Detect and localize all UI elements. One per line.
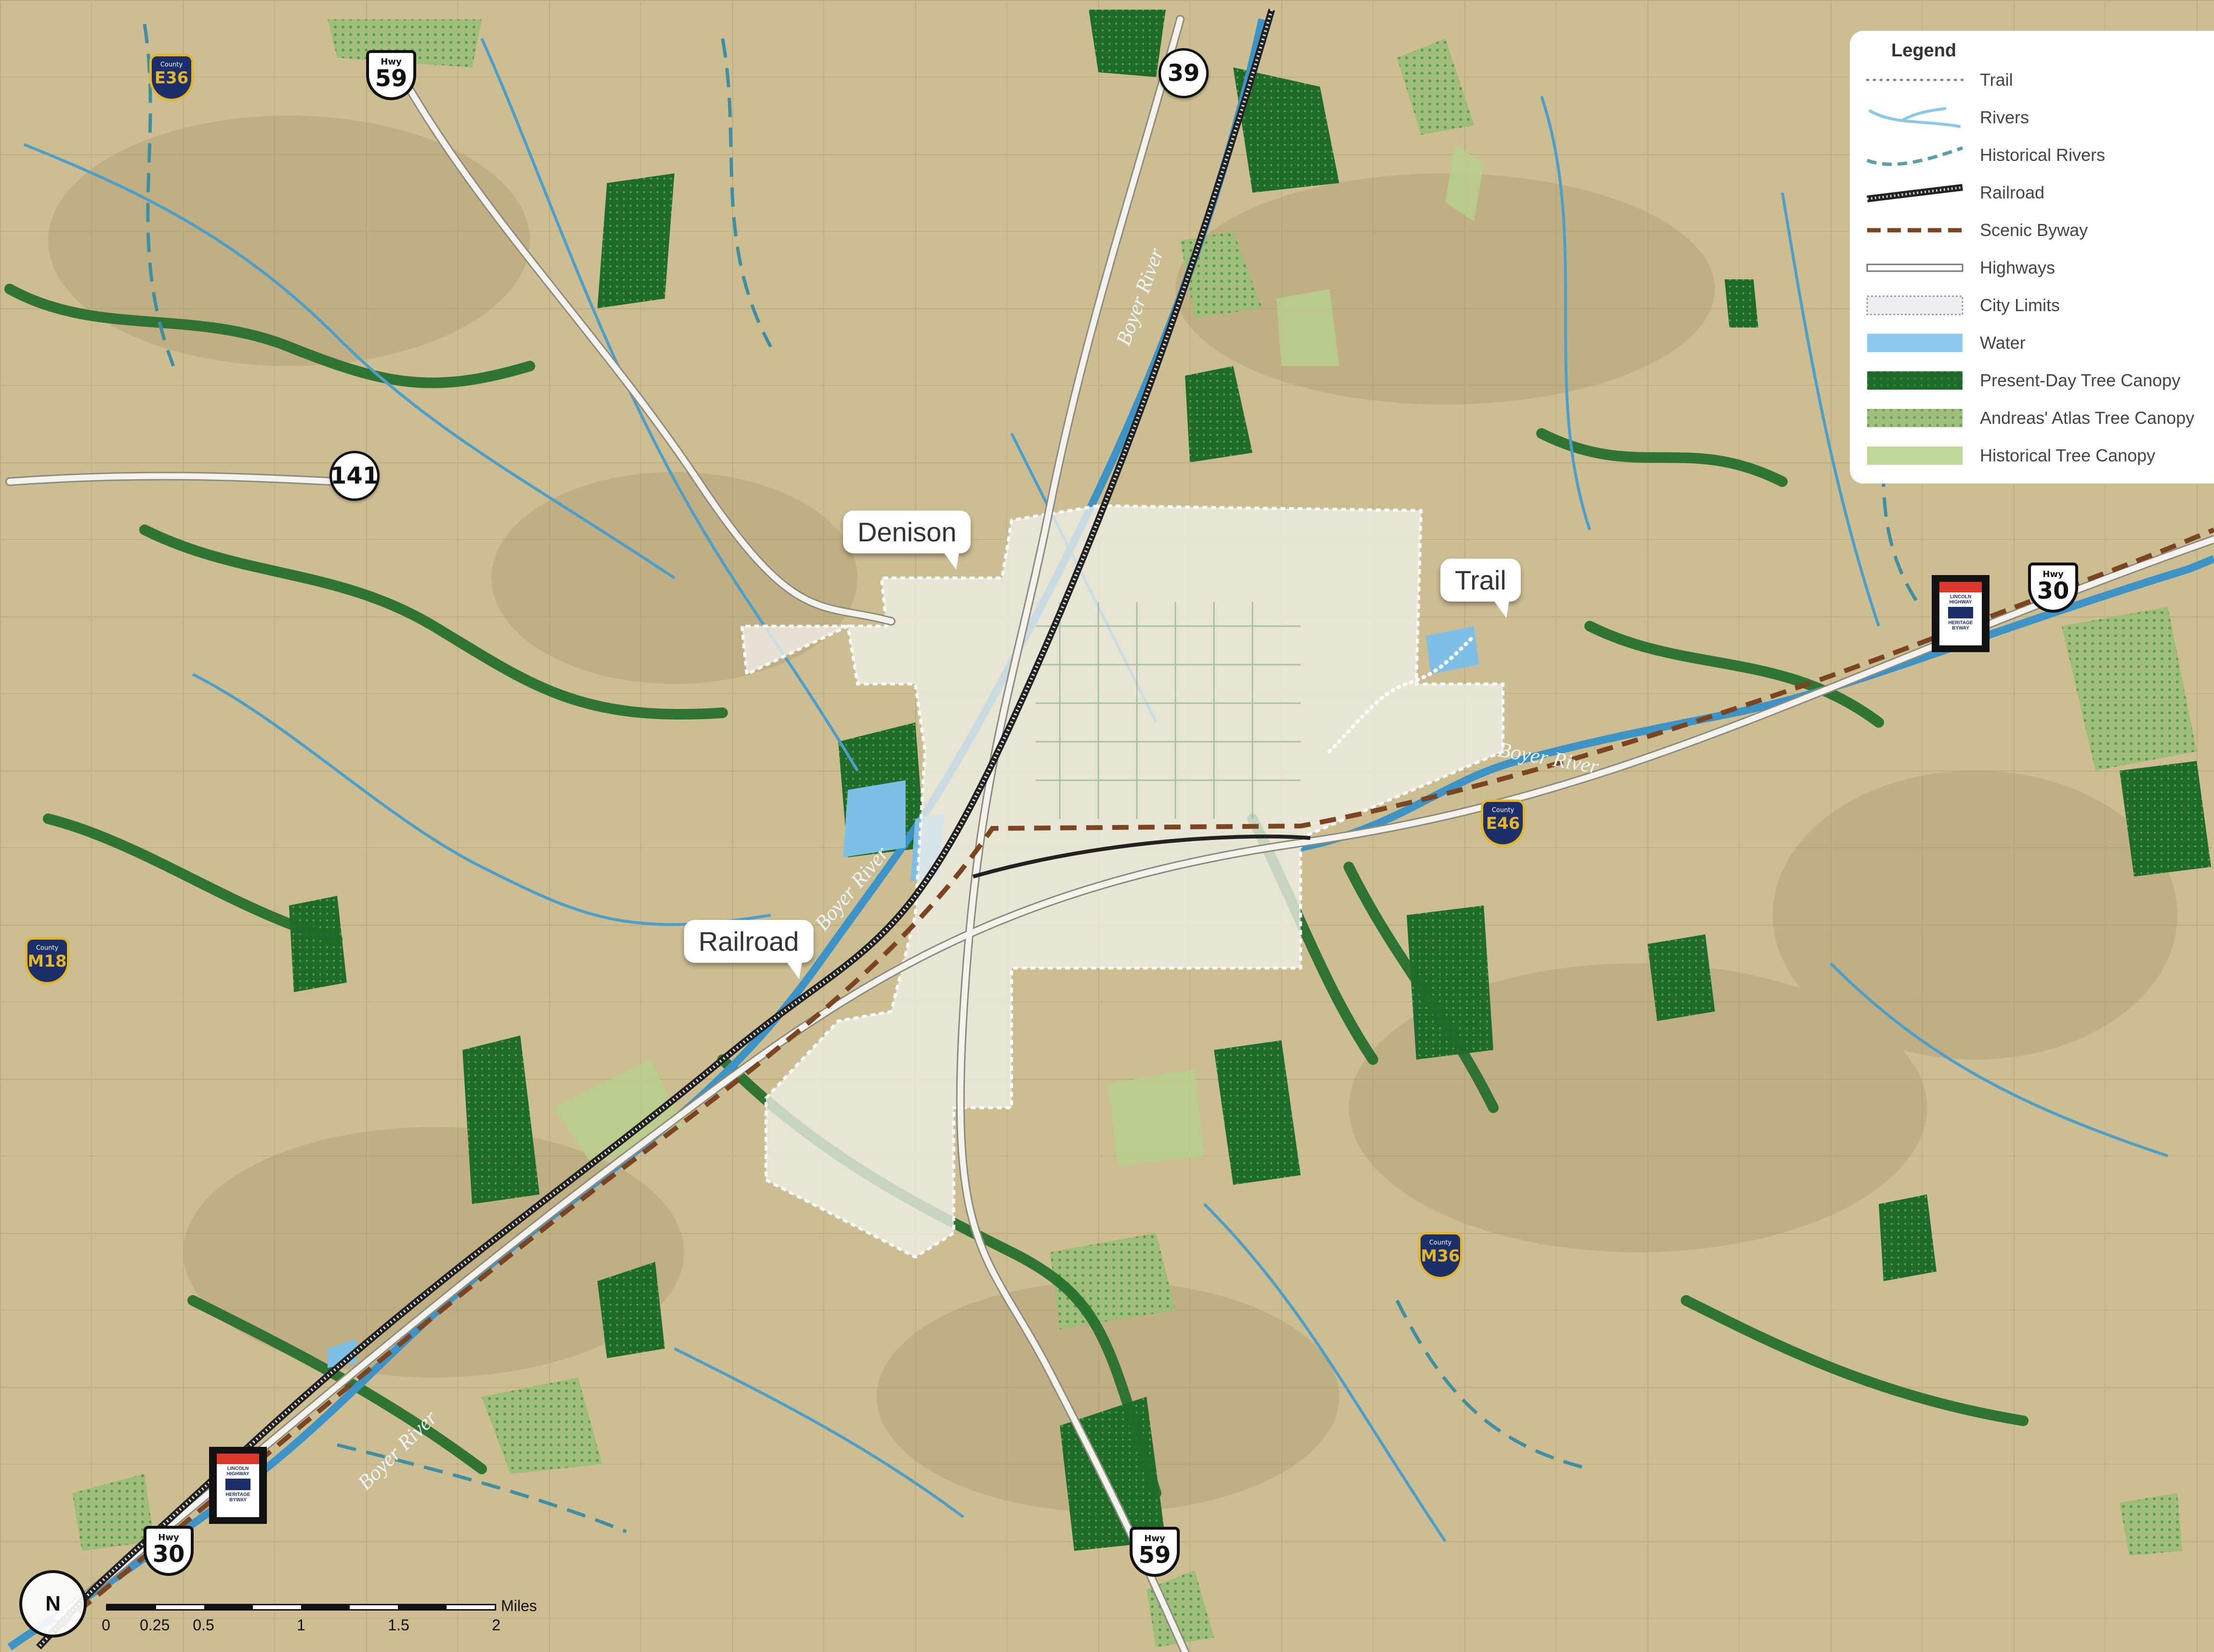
rivers-symbol bbox=[1868, 107, 1961, 128]
county-m36-shield: County M36 bbox=[1418, 1232, 1463, 1279]
state-39-shield: 39 bbox=[1159, 48, 1209, 98]
legend-panel: Legend Trail Rivers Historical Rivers Ra… bbox=[1850, 31, 2214, 484]
city-limits-symbol bbox=[1866, 295, 1964, 315]
legend-item-railroad: Railroad bbox=[1864, 174, 2201, 211]
legend-item-present-day-tree-canopy: Present-Day Tree Canopy bbox=[1864, 362, 2201, 399]
city-street-grid bbox=[1036, 602, 1301, 819]
hwy30-east-shield: Hwy 30 bbox=[2028, 563, 2078, 613]
scale-tick: 0.5 bbox=[193, 1616, 214, 1634]
terrain-shading bbox=[48, 116, 2177, 1512]
county-e36-shield: County E36 bbox=[149, 54, 194, 101]
scale-bar: N 0 0.25 0.5 1 1.5 2 Miles bbox=[14, 1565, 554, 1647]
legend-item-water: Water bbox=[1864, 324, 2201, 362]
hwy59-north-shield: Hwy 59 bbox=[366, 50, 416, 100]
andreas-atlas-tree-canopy-symbol bbox=[1867, 409, 1963, 427]
county-m18-shield: County M18 bbox=[25, 937, 69, 984]
county-e46-shield: County E46 bbox=[1481, 800, 1525, 847]
scale-tick: 0.25 bbox=[140, 1616, 170, 1634]
legend-item-highways: Highways bbox=[1864, 249, 2201, 287]
scale-tick: 2 bbox=[492, 1616, 501, 1634]
boyer-river-east bbox=[1300, 555, 2214, 852]
trail bbox=[1328, 634, 1476, 753]
scale-tick: 0 bbox=[102, 1616, 110, 1634]
heritage-byway-sign-west: LINCOLN HIGHWAY HERITAGE BYWAY bbox=[209, 1447, 267, 1524]
highways-symbol bbox=[1866, 263, 1964, 272]
historical-tree-canopy-symbol bbox=[1867, 446, 1963, 465]
highways bbox=[5, 15, 2214, 1652]
legend-item-scenic-byway: Scenic Byway bbox=[1864, 211, 2201, 249]
legend-item-andreas-atlas-tree-canopy: Andreas' Atlas Tree Canopy bbox=[1864, 399, 2201, 437]
present-day-tree-corridors bbox=[4, 284, 2029, 1498]
callout-denison: Denison bbox=[843, 511, 971, 570]
legend-item-historical-tree-canopy: Historical Tree Canopy bbox=[1864, 437, 2201, 474]
legend-item-rivers: Rivers bbox=[1864, 99, 2201, 136]
scale-tick: 1.5 bbox=[388, 1616, 409, 1634]
scale-bar-segments bbox=[106, 1604, 496, 1611]
scale-tick: 1 bbox=[297, 1616, 305, 1634]
scenic-byway-symbol bbox=[1867, 228, 1963, 233]
callout-railroad: Railroad bbox=[684, 920, 814, 979]
scale-units: Miles bbox=[501, 1597, 537, 1614]
hwy59-south-shield: Hwy 59 bbox=[1130, 1527, 1180, 1577]
hwy30-west-shield: Hwy 30 bbox=[144, 1526, 194, 1576]
andreas-atlas-tree-canopy bbox=[72, 19, 2197, 1647]
legend-item-trail: Trail bbox=[1864, 61, 2201, 99]
callout-trail: Trail bbox=[1440, 559, 1521, 618]
railroad-symbol bbox=[1867, 184, 1963, 202]
legend-item-city-limits: City Limits bbox=[1864, 287, 2201, 324]
state-141-shield: 141 bbox=[329, 451, 380, 501]
legend-title: Legend bbox=[1891, 40, 1957, 61]
legend-item-historical-rivers: Historical Rivers bbox=[1864, 136, 2201, 174]
water-symbol bbox=[1867, 334, 1963, 352]
trail-symbol bbox=[1866, 79, 1964, 81]
present-day-tree-canopy-symbol bbox=[1867, 371, 1963, 390]
heritage-byway-sign-east: LINCOLN HIGHWAY HERITAGE BYWAY bbox=[1932, 575, 1990, 652]
north-arrow-icon: N bbox=[19, 1570, 87, 1638]
historical-rivers-symbol bbox=[1866, 146, 1964, 166]
